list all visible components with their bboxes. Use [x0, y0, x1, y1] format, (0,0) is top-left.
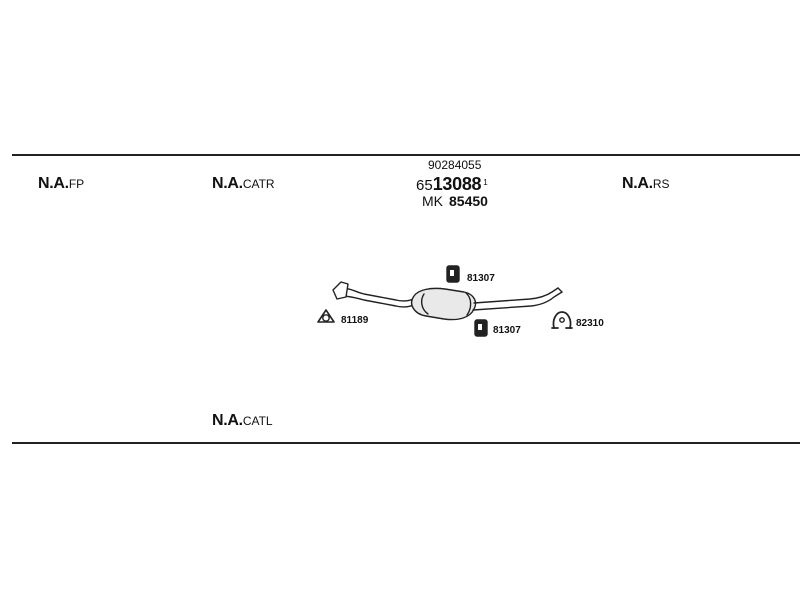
part-no-hanger-bottom: 81307: [493, 325, 521, 336]
main-part-prefix: 65: [416, 177, 433, 194]
front-pipe-lower: [341, 295, 417, 308]
mk-prefix: MK: [422, 193, 443, 209]
label-catl: N.A.CATL: [212, 412, 273, 430]
front-flange: [332, 281, 349, 300]
mk-number: 85450: [449, 193, 488, 209]
clamp-icon: [552, 311, 572, 329]
part-no-clamp: 82310: [576, 318, 604, 329]
bottom-divider: [12, 442, 800, 444]
front-pipe: [339, 287, 417, 302]
label-rs-suffix: RS: [652, 177, 670, 191]
top-divider: [12, 154, 800, 156]
label-catr-main: N.A.: [212, 175, 243, 192]
label-catl-suffix: CATL: [242, 414, 273, 428]
gasket-hole-icon: [322, 314, 330, 322]
mk-code: MK 85450: [422, 193, 488, 209]
rear-pipe-lower: [472, 291, 563, 311]
rear-pipe-end: [557, 287, 563, 293]
main-part-digits: 13088: [432, 174, 482, 194]
label-fp-main: N.A.: [38, 175, 69, 192]
muffler-seam: [420, 293, 429, 315]
center-muffler: [410, 287, 477, 321]
label-fp: N.A.FP: [38, 175, 84, 193]
part-no-gasket: 81189: [341, 315, 369, 326]
label-rs: N.A.RS: [622, 175, 669, 193]
label-fp-suffix: FP: [68, 177, 85, 191]
main-part-superscript: 1: [483, 178, 488, 187]
label-catr-suffix: CATR: [242, 177, 275, 191]
rear-pipe: [473, 287, 559, 304]
label-rs-main: N.A.: [622, 175, 653, 192]
label-catl-main: N.A.: [212, 412, 243, 429]
oe-number: 90284055: [428, 158, 482, 172]
label-catr: N.A.CATR: [212, 175, 275, 193]
part-no-hanger-top: 81307: [467, 273, 495, 284]
muffler-seam-2: [465, 292, 472, 316]
gasket-icon: [317, 309, 335, 323]
